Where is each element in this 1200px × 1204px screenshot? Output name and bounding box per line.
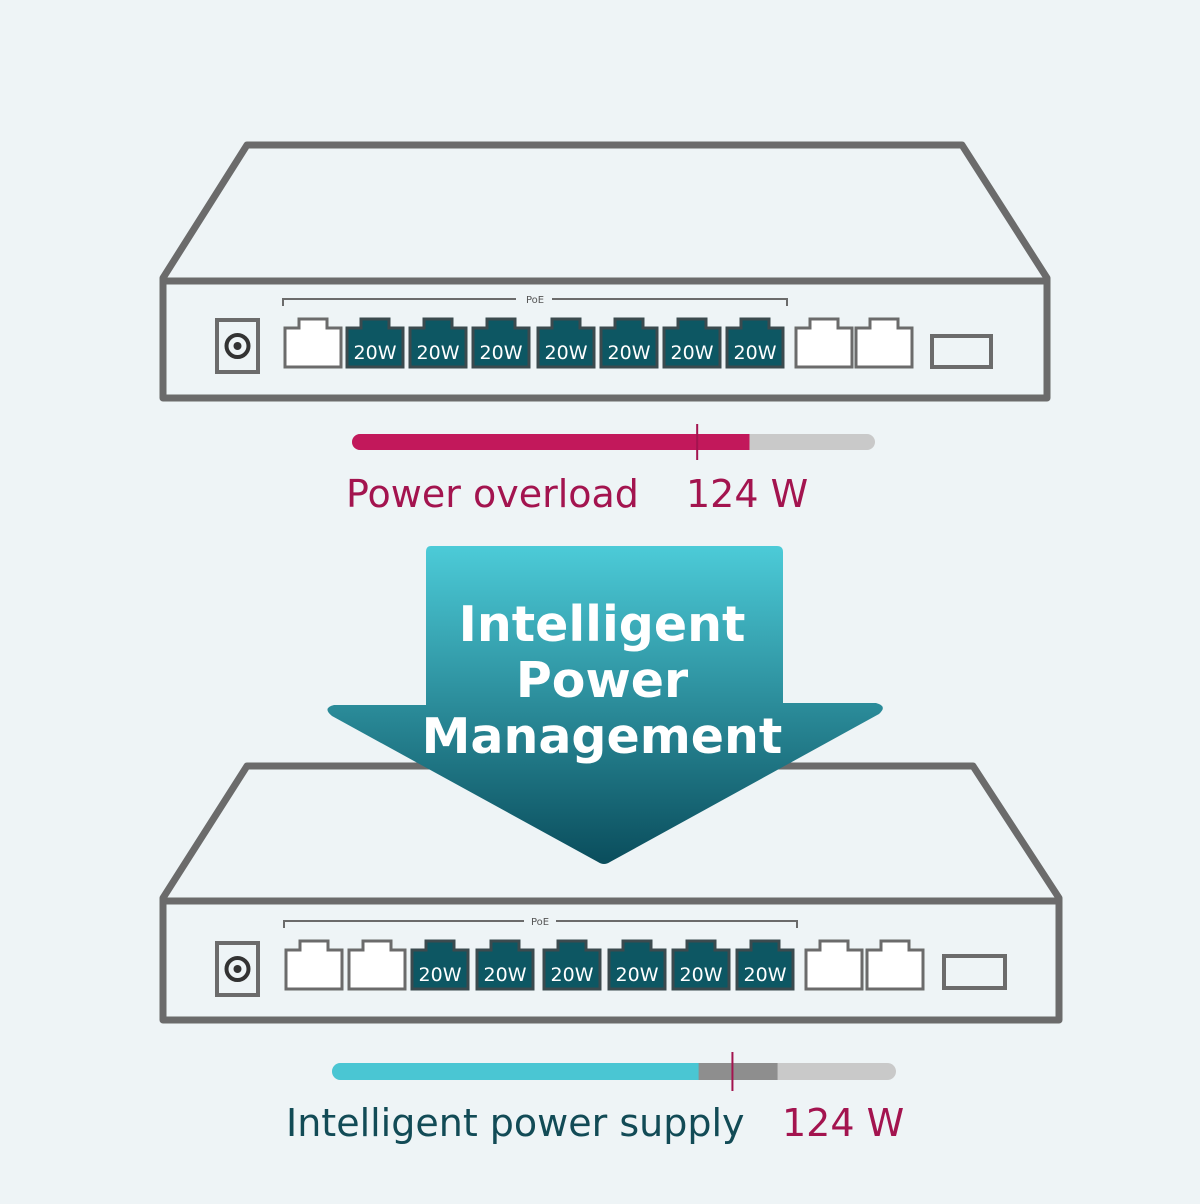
top-port-2-shape: [345, 317, 405, 369]
top-port-7-label: 20W: [671, 342, 714, 364]
bottom-power-bar-fill-end: [689, 1063, 699, 1080]
bottom-power-jack-icon: [215, 941, 260, 997]
top-power-value: 124 W: [686, 472, 808, 516]
top-port-5: 20W: [536, 317, 596, 369]
bottom-poe-bracket: PoE: [283, 917, 798, 928]
top-port-6-label: 20W: [608, 342, 651, 364]
top-power-bar-fill: [352, 434, 750, 450]
bottom-power-bar-fill: [332, 1063, 699, 1080]
bottom-port-2-shape: [347, 939, 407, 991]
bottom-port-10: [865, 939, 925, 991]
top-port-row: 20W 20W 20W 20W 20W 20W 20W: [283, 317, 914, 369]
bottom-port-3: 20W: [410, 939, 470, 991]
bottom-port-3-label: 20W: [419, 964, 462, 986]
bottom-port-6-label: 20W: [616, 964, 659, 986]
bottom-port-5-shape: [542, 939, 602, 991]
bottom-port-10-shape: [865, 939, 925, 991]
top-port-3-label: 20W: [417, 342, 460, 364]
bottom-poe-label: PoE: [531, 917, 549, 928]
bottom-port-row: 20W 20W 20W 20W 20W 20W: [284, 939, 925, 991]
bottom-port-7: 20W: [671, 939, 731, 991]
bottom-port-1: [284, 939, 344, 991]
top-port-8: 20W: [725, 317, 785, 369]
top-poe-label: PoE: [526, 295, 544, 306]
top-port-4-shape: [471, 317, 531, 369]
down-arrow-shape: [327, 546, 883, 864]
top-switch: PoE 20W 20W 20W 20W 20W 20W 20W: [159, 141, 1051, 402]
bottom-port-6-shape: [607, 939, 667, 991]
bottom-sfp-slot: [942, 954, 1007, 990]
top-port-10: [854, 317, 914, 369]
top-port-7-shape: [662, 317, 722, 369]
bottom-port-1-shape: [284, 939, 344, 991]
top-port-2-label: 20W: [354, 342, 397, 364]
arrow-title-line-2: Power: [516, 652, 689, 709]
top-port-3-shape: [408, 317, 468, 369]
bottom-port-6: 20W: [607, 939, 667, 991]
bottom-power-bar-reserve: [692, 1063, 778, 1080]
top-port-9-shape: [794, 317, 854, 369]
bottom-port-9: [804, 939, 864, 991]
top-power-jack-icon: [215, 318, 260, 374]
bottom-port-8: 20W: [735, 939, 795, 991]
bottom-switch: PoE 20W 20W 20W 20W 20W 20W: [159, 762, 1063, 1024]
bottom-port-8-shape: [735, 939, 795, 991]
bottom-power-bar: [332, 1052, 896, 1091]
top-port-9: [794, 317, 854, 369]
top-power-bar: [352, 424, 875, 460]
down-arrow: Intelligent Power Management: [327, 546, 883, 864]
bottom-power-value: 124 W: [782, 1101, 904, 1145]
bottom-port-4-shape: [475, 939, 535, 991]
top-port-5-shape: [536, 317, 596, 369]
top-port-6: 20W: [599, 317, 659, 369]
top-port-5-label: 20W: [545, 342, 588, 364]
bottom-port-7-label: 20W: [680, 964, 723, 986]
bottom-port-7-shape: [671, 939, 731, 991]
top-poe-bracket: PoE: [282, 295, 788, 306]
bottom-status-label: Intelligent power supply: [286, 1101, 745, 1145]
top-port-2: 20W: [345, 317, 405, 369]
top-power-bar-fill-end: [741, 434, 750, 450]
bottom-port-5: 20W: [542, 939, 602, 991]
bottom-port-9-shape: [804, 939, 864, 991]
top-sfp-slot: [930, 334, 993, 369]
top-port-3: 20W: [408, 317, 468, 369]
top-port-8-label: 20W: [734, 342, 777, 364]
bottom-port-3-shape: [410, 939, 470, 991]
arrow-title-line-3: Management: [422, 708, 783, 765]
top-port-10-shape: [854, 317, 914, 369]
bottom-port-4-label: 20W: [484, 964, 527, 986]
bottom-port-5-label: 20W: [551, 964, 594, 986]
top-port-6-shape: [599, 317, 659, 369]
bottom-port-4: 20W: [475, 939, 535, 991]
bottom-port-2: [347, 939, 407, 991]
top-port-4-label: 20W: [480, 342, 523, 364]
arrow-title-line-1: Intelligent: [459, 596, 746, 653]
top-status-label: Power overload: [346, 472, 639, 516]
top-port-7: 20W: [662, 317, 722, 369]
top-port-1: [283, 317, 343, 369]
top-port-8-shape: [725, 317, 785, 369]
top-port-1-shape: [283, 317, 343, 369]
top-port-4: 20W: [471, 317, 531, 369]
bottom-port-8-label: 20W: [744, 964, 787, 986]
